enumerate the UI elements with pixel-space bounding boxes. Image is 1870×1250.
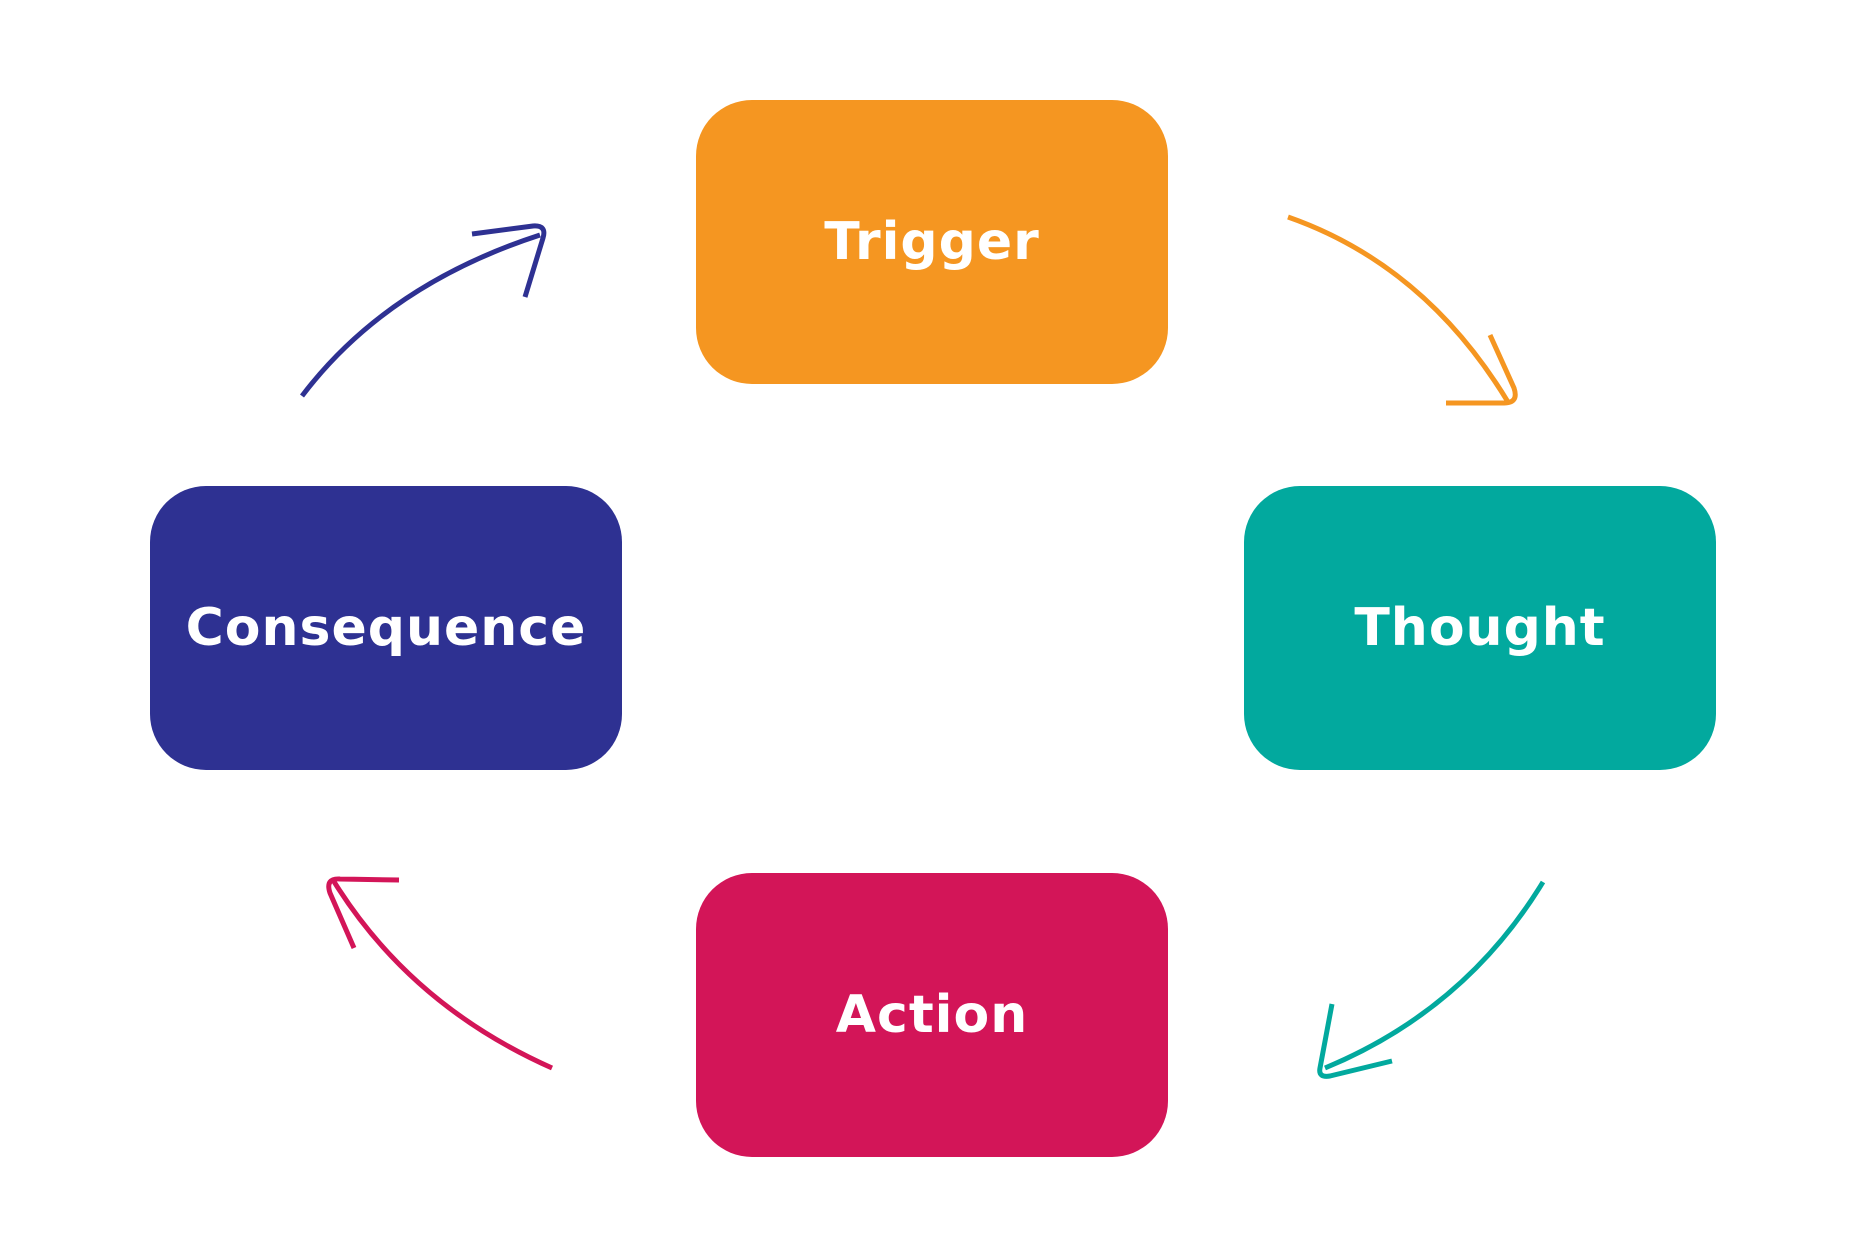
arrow-thought-to-action-head — [1317, 1003, 1393, 1079]
arrow-consequence-to-trigger — [300, 223, 547, 398]
consequence-label: Consequence — [185, 598, 587, 658]
arrow-trigger-to-thought — [1287, 214, 1518, 406]
arrow-consequence-to-trigger-curve — [300, 232, 541, 398]
arrow-thought-to-action-curve — [1324, 880, 1546, 1071]
arrow-action-to-consequence-curve — [330, 878, 554, 1071]
consequence-box: Consequence — [150, 486, 622, 770]
thought-box: Thought — [1244, 486, 1716, 770]
arrow-thought-to-action — [1317, 880, 1546, 1079]
arrow-consequence-to-trigger-head — [471, 223, 547, 298]
trigger-label: Trigger — [824, 212, 1040, 272]
thought-label: Thought — [1354, 598, 1606, 658]
arrow-trigger-to-thought-curve — [1287, 214, 1511, 404]
action-label: Action — [835, 985, 1029, 1045]
arrow-trigger-to-thought-head — [1446, 333, 1518, 406]
trigger-box: Trigger — [696, 100, 1168, 384]
arrow-action-to-consequence-head — [326, 876, 400, 949]
action-box: Action — [696, 873, 1168, 1157]
arrow-action-to-consequence — [326, 876, 554, 1071]
